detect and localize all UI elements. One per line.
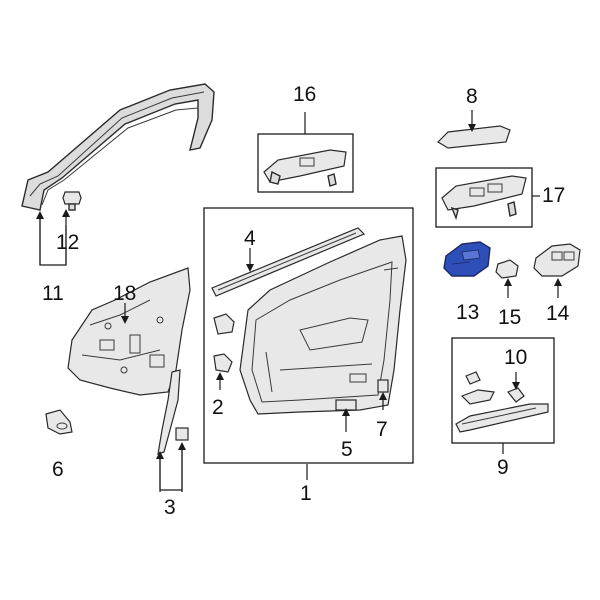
callout-14: 14 <box>546 302 570 325</box>
clip-upper <box>213 313 235 335</box>
window-sweep-strip <box>211 227 366 297</box>
callout-6: 6 <box>52 458 64 481</box>
part-15-switch <box>495 259 519 279</box>
callout-18: 18 <box>113 282 136 305</box>
part-7-clip <box>377 379 389 393</box>
door-panel-box <box>203 207 414 464</box>
callout-2: 2 <box>212 396 224 419</box>
callout-16: 16 <box>293 83 316 106</box>
callout-8: 8 <box>466 85 478 108</box>
part-17-switch-panel <box>441 175 527 221</box>
callout-3: 3 <box>164 496 176 519</box>
door-frame-molding <box>21 83 215 211</box>
callout-1: 1 <box>300 482 312 505</box>
callout-4: 4 <box>244 227 256 250</box>
part-17-box <box>435 167 533 228</box>
part-8-armrest <box>437 125 511 149</box>
part-16-switch-bezel <box>263 149 347 187</box>
callout-15: 15 <box>498 306 521 329</box>
clip-lower <box>213 353 233 373</box>
callout-13: 13 <box>456 301 479 324</box>
part-10-clip <box>507 387 525 403</box>
part-6-bracket <box>45 409 73 435</box>
part-14-master-switch <box>533 243 581 277</box>
callout-12: 12 <box>56 231 79 254</box>
callout-7: 7 <box>376 418 388 441</box>
callout-10: 10 <box>504 346 527 369</box>
part-5-cover <box>335 399 357 411</box>
callout-11: 11 <box>42 282 64 305</box>
callout-11-leader <box>36 209 70 266</box>
water-shield <box>67 267 191 396</box>
part-3-trim-strip <box>157 369 189 455</box>
callout-5: 5 <box>341 438 353 461</box>
door-trim-panel <box>239 235 407 415</box>
part-9-trim <box>455 403 549 433</box>
callout-9: 9 <box>497 456 509 479</box>
part-9-upper-bracket <box>460 371 495 405</box>
callout-17: 17 <box>542 184 565 207</box>
part-13-window-switch-highlighted <box>443 241 491 277</box>
